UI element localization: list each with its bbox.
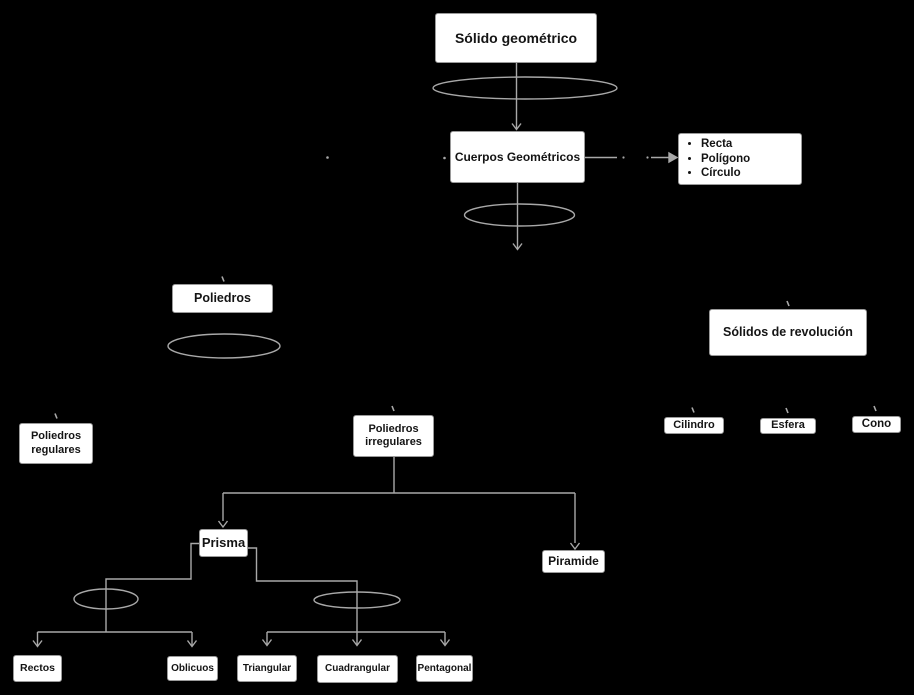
node-cuadrangular[interactable]: Cuadrangular	[317, 655, 398, 683]
edge-prisma-right-branch	[248, 547, 451, 647]
node-poliedros-irregulares[interactable]: Poliedros irregulares	[353, 415, 434, 457]
linking-ellipse-top[interactable]	[432, 76, 618, 100]
node-rectos[interactable]: Rectos	[13, 655, 62, 682]
node-triangular[interactable]: Triangular	[237, 655, 297, 682]
node-solidos-de-revolucion[interactable]: Sólidos de revolución	[709, 309, 867, 356]
linking-ellipse-prisma-left[interactable]	[73, 588, 139, 610]
edge-solido-to-cuerpos	[511, 63, 522, 131]
bullet-item: Círculo	[701, 166, 750, 181]
bullet-item: Polígono	[701, 152, 750, 167]
node-solido-geometrico[interactable]: Sólido geométrico	[435, 13, 597, 63]
linking-ellipse-cuerpos[interactable]	[463, 203, 576, 227]
linking-ellipse-poliedros[interactable]	[167, 333, 281, 359]
bullet-item: Recta	[701, 137, 750, 152]
node-poliedros-regulares[interactable]: Poliedros regulares	[19, 423, 93, 464]
stray-arrowhead-marks	[54, 156, 877, 419]
node-oblicuos[interactable]: Oblicuos	[167, 656, 218, 681]
edge-cuerpos-down	[512, 183, 523, 251]
node-prisma[interactable]: Prisma	[199, 529, 248, 557]
bullet-list: Recta Polígono Círculo	[679, 137, 750, 181]
node-poliedros[interactable]: Poliedros	[172, 284, 273, 313]
node-elementos-lista[interactable]: Recta Polígono Círculo	[678, 133, 802, 185]
node-pentagonal[interactable]: Pentagonal	[416, 655, 473, 682]
edge-irregulares-split	[217, 457, 581, 551]
edge-prisma-left-branch	[32, 542, 199, 648]
node-esfera[interactable]: Esfera	[760, 418, 816, 434]
edge-cuerpos-to-elementos	[585, 151, 679, 164]
node-cilindro[interactable]: Cilindro	[664, 417, 724, 434]
linking-ellipse-prisma-right[interactable]	[313, 591, 401, 609]
node-cono[interactable]: Cono	[852, 416, 901, 433]
node-cuerpos-geometricos[interactable]: Cuerpos Geométricos	[450, 131, 585, 183]
node-piramide[interactable]: Piramide	[542, 550, 605, 573]
